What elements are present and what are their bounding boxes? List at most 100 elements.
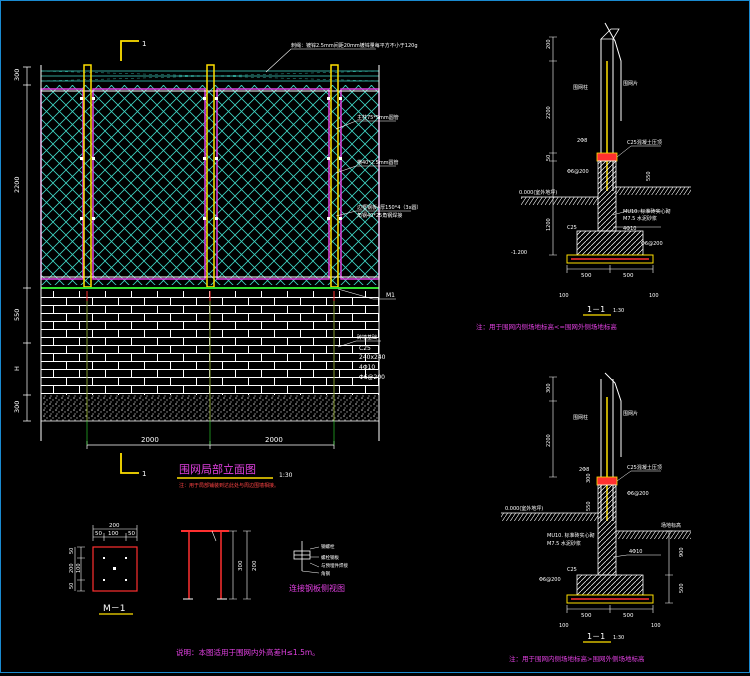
general-note: 说明：本图适用于围网内外高差H≤1.5m。	[176, 647, 320, 657]
section-label: 0.000(室外地坪)	[519, 189, 557, 196]
callout-main-post: 主柱75*5mm圆管	[357, 114, 399, 121]
section-label: 500	[581, 273, 592, 279]
brick-wall-section	[597, 484, 617, 576]
section-label: C25	[567, 225, 577, 231]
steel-plate-side-view	[293, 541, 320, 574]
dim-text: 2000	[265, 436, 283, 444]
section-label: 2Φ8	[577, 138, 587, 144]
wall-note-line: C25	[359, 345, 371, 352]
dim-text: 2200	[13, 176, 21, 193]
dim-text: 900	[679, 547, 685, 557]
section-label: 100	[559, 623, 569, 629]
brick-wall-section	[597, 160, 617, 232]
elevation-subnote: 注：用于局部铺装到达此处与周边围墙相接。	[179, 482, 279, 489]
dim-text: 300	[238, 560, 244, 571]
panel-frame	[216, 88, 330, 280]
dim-text: 100	[108, 531, 119, 537]
dim-text: 100	[76, 563, 82, 573]
callout-frame-plate: 边框钢板4厚150*4（3x圆）	[357, 204, 422, 211]
section-label: 围网片	[623, 410, 638, 417]
section-label: 4Φ10	[629, 549, 642, 555]
section-label: 2Φ8	[579, 467, 589, 473]
section-label: Φ6@200	[567, 169, 589, 175]
section-label: 4Φ10	[623, 226, 636, 232]
dim-text: 2000	[141, 436, 159, 444]
section-scale: 1:30	[613, 308, 624, 314]
elevation-scale: 1:30	[279, 472, 293, 479]
callout-angle-steel: 角钢40*25角钢焊接	[357, 212, 402, 219]
section-mark-label: 1	[142, 40, 146, 48]
post-detail	[181, 530, 251, 600]
section-mark-bottom	[120, 453, 139, 474]
section-label: 0.000(室外地坪)	[505, 505, 543, 512]
footing	[576, 230, 644, 256]
dim-text: H	[13, 366, 21, 371]
dim-text: 500	[679, 583, 685, 593]
mesh-panels	[41, 85, 379, 285]
dim-text: 300	[546, 383, 552, 393]
dim-text: 2200	[546, 434, 552, 447]
dim-text: 50	[95, 531, 102, 537]
section-mark-top	[120, 40, 139, 61]
section-label: 围网柱	[573, 84, 588, 91]
section-label: MU10. 标准砖实心砌	[623, 208, 671, 215]
section-label: Φ6@200	[641, 241, 663, 247]
section-caption: 1－1	[587, 305, 605, 314]
section-top	[521, 22, 691, 273]
dim-text: 2200	[546, 106, 552, 119]
dim-text: 200	[69, 563, 75, 573]
footing	[576, 574, 644, 596]
section-label: 围网片	[623, 80, 638, 87]
dim-text: 50	[546, 155, 552, 161]
section-label: 500	[623, 613, 634, 619]
dim-text: 200	[252, 560, 258, 571]
m1-title: M－1	[103, 604, 126, 614]
steel-title: 连接钢板侧视图	[289, 583, 345, 593]
elevation-left-dims	[23, 66, 31, 422]
m1-plate-detail	[74, 525, 138, 592]
dim-text: 300	[13, 69, 21, 81]
dim-text: 200	[109, 523, 120, 529]
dim-text: 50	[69, 583, 75, 589]
section-label: Φ6@200	[539, 577, 561, 583]
concrete-cap	[596, 476, 618, 486]
concrete-cap	[596, 152, 618, 162]
section-note: 注：用于围网内侧场地标高>围网外侧场地标高	[509, 654, 645, 663]
dim-text: 1200	[546, 218, 552, 231]
section-label: MU10. 标准砖实心砌	[547, 532, 595, 539]
section-mark-label: 1	[142, 470, 146, 478]
section-label: 场地标高	[661, 522, 681, 529]
panel-frame	[92, 88, 206, 280]
section-label: 500	[581, 613, 592, 619]
elevation-dim-texts: 300 2200 550 H 300	[13, 69, 21, 413]
wall-note-line: Φ6@200	[359, 374, 385, 381]
callout-barbed-wire: 刺绳：镀锌2.5mm间距20mm镀锌量每平方不小于120g	[291, 42, 418, 49]
steel-label: 角钢	[321, 570, 330, 577]
section-label: -1.200	[511, 250, 527, 256]
dim-text: 300	[586, 473, 592, 483]
section-label: C25混凝土压顶	[627, 464, 662, 471]
elevation-title: 围网局部立面图	[179, 462, 256, 476]
section-caption: 1－1	[587, 632, 605, 641]
section-label: 500	[623, 273, 634, 279]
section-label: 100	[651, 623, 661, 629]
dim-text: 550	[586, 501, 592, 511]
section-label: C25混凝土压顶	[627, 139, 662, 146]
wall-note-line: 240x240	[359, 354, 386, 361]
section-label: M7.5 水泥砂浆	[623, 215, 657, 222]
callout-leaders	[265, 48, 411, 348]
section-note: 注：用于围网内侧场地标高<=围网外侧场地标高	[476, 322, 617, 331]
m1-plate	[92, 546, 138, 592]
section-label: 围网柱	[573, 414, 588, 421]
section-bottom	[501, 372, 691, 613]
dim-text: 300	[13, 401, 21, 413]
dim-text: 50	[128, 531, 135, 537]
section-scale: 1:30	[613, 635, 624, 641]
steel-label: 与预埋件焊接	[321, 562, 348, 569]
section-label: M7.5 水泥砂浆	[547, 540, 581, 547]
section-label: 100	[649, 293, 659, 299]
callout-m1: M1	[386, 292, 395, 299]
section-label: C25	[567, 567, 577, 573]
